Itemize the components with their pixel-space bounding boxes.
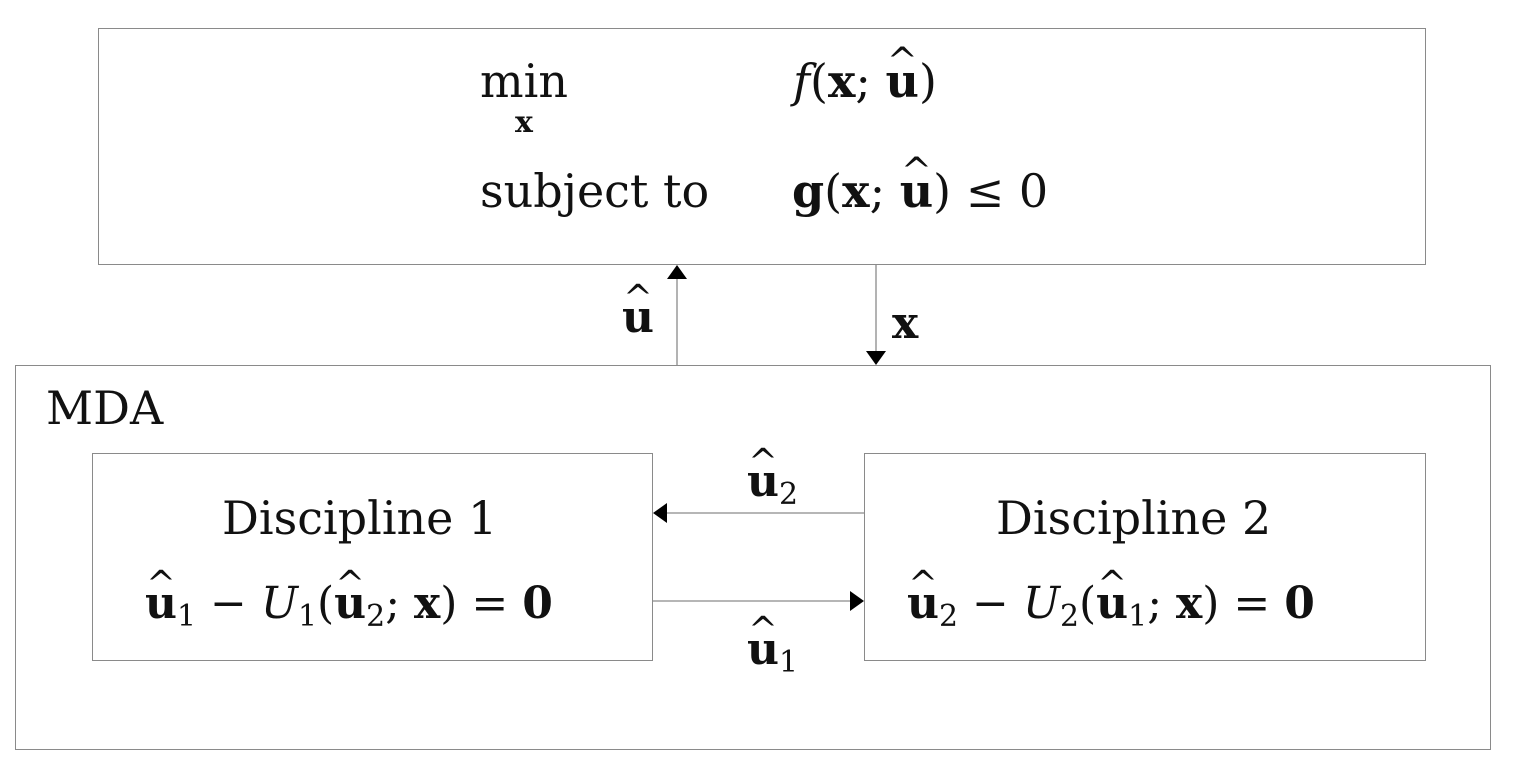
down-label-var: x [892, 298, 919, 349]
discipline1-equation: ^u1 − U1(^u2; x) = 0 [145, 564, 553, 635]
objective-f: f [793, 54, 811, 108]
constraint-x: x [842, 164, 870, 218]
down-arrowhead [866, 351, 886, 365]
d2-rhs: 0 [1284, 578, 1315, 629]
left-connection-label: ^u2 [747, 442, 799, 513]
right-arrowhead [850, 591, 864, 611]
discipline1-box [92, 453, 653, 661]
objective-x: x [827, 54, 856, 108]
constraint-rhs: 0 [1018, 164, 1049, 218]
d1-u-sub: 1 [177, 599, 197, 635]
objective-u: u [885, 54, 919, 108]
subject-to-label: subject to [480, 168, 709, 214]
discipline2-box [864, 453, 1426, 661]
d1-U-sub: 1 [297, 599, 317, 635]
objective-expression: f(x; ^u) [793, 38, 937, 108]
right-label-sub: 1 [779, 645, 799, 681]
d1-rhs: 0 [522, 578, 553, 629]
discipline2-title: Discipline 2 [996, 495, 1271, 541]
up-arrowhead [667, 265, 687, 279]
discipline1-title-text: Discipline 1 [222, 491, 498, 545]
optimizer-box [98, 28, 1426, 265]
d1-x: x [414, 578, 441, 629]
subject-to-text: subject to [480, 164, 710, 218]
mda-label: MDA [46, 385, 163, 431]
left-arrowhead [653, 503, 667, 523]
constraint-g: g [792, 164, 825, 218]
min-operator: min [480, 58, 568, 104]
min-var-label: x [515, 105, 533, 140]
constraint-expression: g(x; ^u) ≤ 0 [792, 148, 1049, 218]
d2-x: x [1176, 578, 1203, 629]
down-connection-label: x [892, 302, 918, 346]
up-label-var: u [622, 292, 654, 343]
d2-arg-sub: 1 [1128, 599, 1148, 635]
discipline1-title: Discipline 1 [222, 495, 497, 541]
d2-U-sub: 2 [1059, 599, 1079, 635]
up-connection-label: ^u [622, 278, 654, 343]
d2-u-sub: 2 [939, 599, 959, 635]
right-connection-label: ^u1 [747, 610, 799, 681]
min-label: min [480, 54, 568, 108]
left-label-sub: 2 [779, 477, 799, 513]
min-variable: x [515, 108, 533, 138]
mda-label-text: MDA [46, 381, 164, 435]
left-label-var: u [747, 456, 779, 507]
constraint-u: u [899, 164, 934, 218]
discipline2-title-text: Discipline 2 [996, 491, 1272, 545]
right-label-var: u [747, 624, 779, 675]
d1-arg-sub: 2 [366, 599, 386, 635]
discipline2-equation: ^u2 − U2(^u1; x) = 0 [907, 564, 1315, 635]
